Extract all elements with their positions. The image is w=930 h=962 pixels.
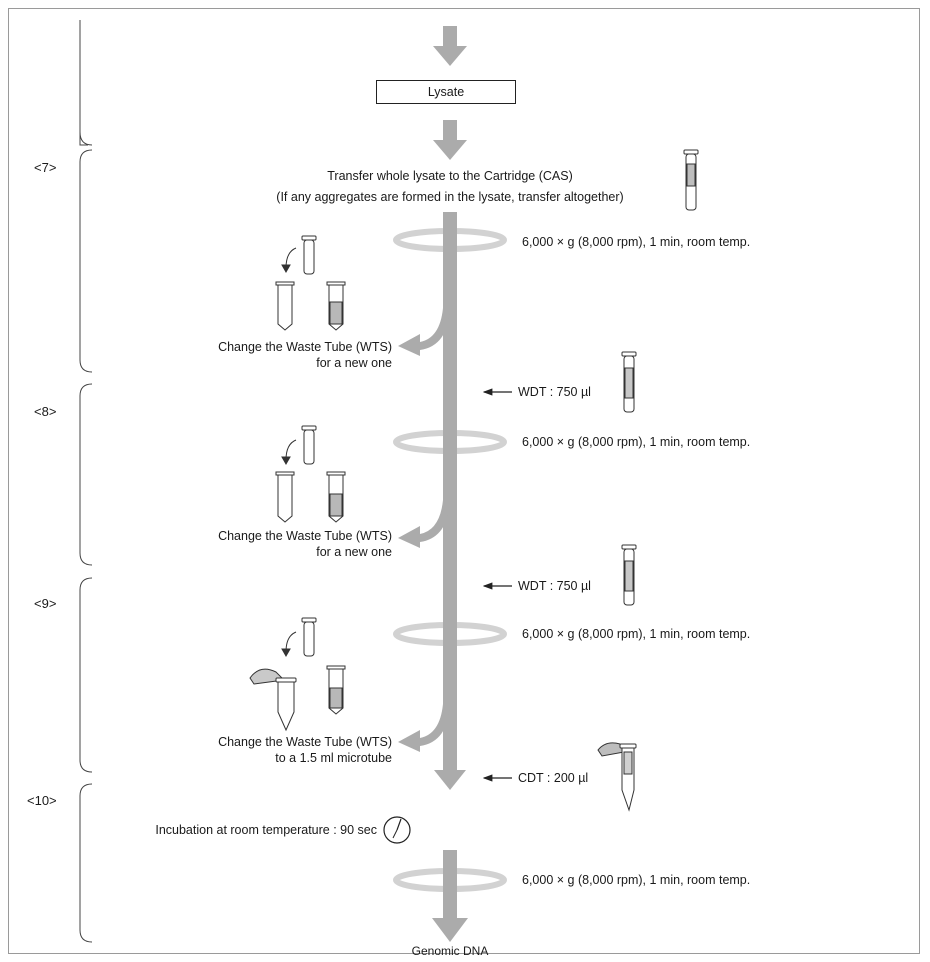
result-genomic-dna: Genomic DNA: [411, 944, 489, 958]
step-label-8: <8>: [34, 404, 57, 419]
bracket-step-8: [79, 383, 93, 566]
transfer-instruction-line2: (If any aggregates are formed in the lys…: [276, 190, 624, 204]
change-waste-tube-3-line2: to a 1.5 ml microtube: [275, 751, 392, 765]
centrifuge-ring-3: [393, 622, 507, 646]
centrifuge-ring-4: [393, 868, 507, 892]
wdt-addition-1: WDT : 750 µl: [518, 385, 591, 399]
main-flow-stream: [432, 212, 468, 942]
bracket-top-tip: [79, 131, 93, 146]
change-waste-tube-2-line2: for a new one: [316, 545, 392, 559]
flow-arrow-to-transfer: [433, 120, 467, 160]
tube-change-illustration-3: [249, 617, 346, 732]
tube-change-illustration-2: [275, 425, 346, 523]
bracket-step-9: [79, 577, 93, 773]
branch-arrow-2: [398, 500, 450, 548]
centrifuge-condition-1: 6,000 × g (8,000 rpm), 1 min, room temp.: [522, 235, 751, 249]
centrifuge-condition-2: 6,000 × g (8,000 rpm), 1 min, room temp.: [522, 435, 751, 449]
bracket-top: [79, 20, 88, 146]
incubation-text: Incubation at room temperature : 90 sec: [155, 823, 377, 837]
wdt-addition-2: WDT : 750 µl: [518, 579, 591, 593]
centrifuge-ring-2: [393, 430, 507, 454]
bracket-step-10: [79, 783, 93, 943]
tube-change-illustration-1: [275, 235, 346, 331]
change-waste-tube-1-line1: Change the Waste Tube (WTS): [218, 340, 392, 354]
change-waste-tube-2-line1: Change the Waste Tube (WTS): [218, 529, 392, 543]
diagram-frame: [8, 8, 920, 954]
centrifuge-condition-4: 6,000 × g (8,000 rpm), 1 min, room temp.: [522, 873, 751, 887]
transfer-instruction-line1: Transfer whole lysate to the Cartridge (…: [327, 169, 573, 183]
change-waste-tube-1-line2: for a new one: [316, 356, 392, 370]
step-label-9: <9>: [34, 596, 57, 611]
clock-icon: [383, 816, 411, 844]
cdt-addition: CDT : 200 µl: [518, 771, 589, 785]
cartridge-tube-icon-2: [621, 351, 637, 413]
centrifuge-condition-3: 6,000 × g (8,000 rpm), 1 min, room temp.: [522, 627, 751, 641]
microtube-with-cartridge-icon: [597, 742, 637, 812]
bracket-step-7: [79, 149, 93, 373]
cartridge-tube-icon-1: [683, 149, 699, 211]
cartridge-tube-icon-3: [621, 544, 637, 606]
centrifuge-ring-1: [393, 228, 507, 252]
branch-arrow-1: [398, 308, 450, 356]
change-waste-tube-3-line1: Change the Waste Tube (WTS): [218, 735, 392, 749]
step-label-7: <7>: [34, 160, 57, 175]
lysate-box: Lysate: [376, 80, 516, 104]
step-label-10: <10>: [27, 793, 57, 808]
branch-arrow-3: [398, 704, 450, 752]
flow-arrow-top: [433, 26, 467, 66]
